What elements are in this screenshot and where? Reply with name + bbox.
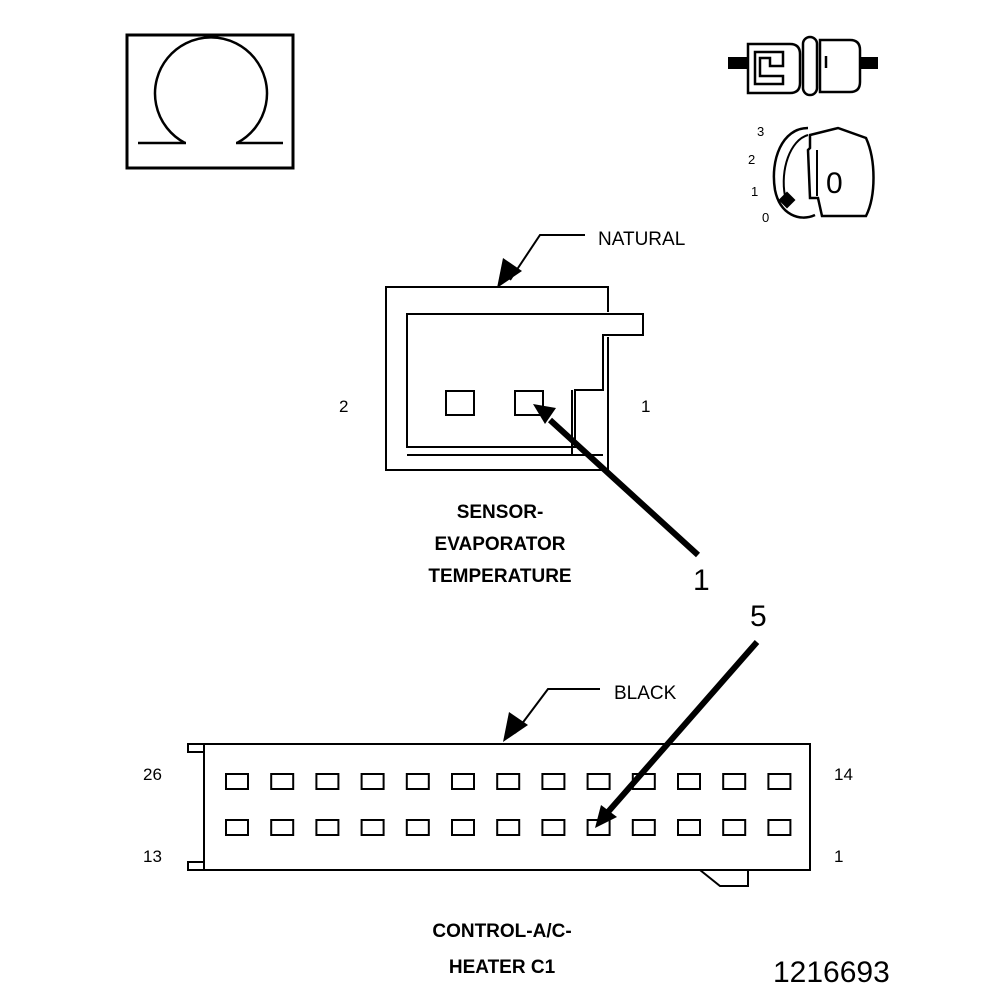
- sensor-cavity-1: [514, 390, 544, 416]
- ignition-position-0: 0: [762, 210, 769, 225]
- control-cavity-row-top: [225, 773, 792, 790]
- control-cavity-1: [767, 819, 792, 836]
- control-cavity-4: [631, 819, 656, 836]
- control-connector-color-label: BLACK: [614, 683, 677, 704]
- sensor-cavity-2: [445, 390, 475, 416]
- control-title-line-2: HEATER C1: [449, 957, 556, 978]
- control-cavity-18: [586, 773, 611, 790]
- control-callout-arrow: [595, 640, 760, 828]
- sensor-callout-number: 1: [693, 564, 710, 597]
- control-pin-14-label: 14: [834, 765, 853, 784]
- figure-number: 1216693: [773, 956, 890, 989]
- control-cavity-9: [405, 819, 430, 836]
- sensor-title-line-3: TEMPERATURE: [428, 566, 571, 587]
- control-cavity-6: [541, 819, 566, 836]
- sensor-connector-color-label: NATURAL: [598, 229, 685, 250]
- control-cavity-16: [677, 773, 701, 790]
- control-cavity-23: [360, 773, 385, 790]
- control-pin-26-label: 26: [143, 765, 162, 784]
- ignition-position-2: 2: [748, 152, 755, 167]
- control-cavity-11: [315, 819, 340, 836]
- control-cavity-26: [225, 773, 249, 790]
- control-cavity-7: [496, 819, 521, 836]
- control-pin-1-label: 1: [834, 847, 843, 866]
- control-cavity-14: [767, 773, 792, 790]
- control-title-line-1: CONTROL-A/C-: [432, 921, 571, 942]
- control-cavity-22: [405, 773, 430, 790]
- ignition-key-icon: 3 2 1 0 0: [748, 124, 875, 225]
- sensor-color-leader: [497, 234, 585, 288]
- sensor-callout-arrow: [533, 404, 701, 558]
- control-cavity-15: [722, 773, 747, 790]
- sensor-title-line-1: SENSOR-: [457, 502, 544, 523]
- control-cavity-25: [270, 773, 295, 790]
- sensor-title-line-2: EVAPORATOR: [435, 534, 566, 555]
- control-callout-number: 5: [750, 600, 767, 633]
- connector-plug-icon: [728, 35, 878, 97]
- control-cavity-12: [270, 819, 295, 836]
- control-pin-13-label: 13: [143, 847, 162, 866]
- control-cavity-3: [677, 819, 701, 836]
- control-cavity-8: [451, 819, 475, 836]
- ignition-position-3: 3: [757, 124, 764, 139]
- ignition-key-label: 0: [826, 167, 843, 200]
- sensor-pin-1-label: 1: [641, 397, 650, 416]
- control-cavity-2: [722, 819, 747, 836]
- ignition-position-1: 1: [751, 184, 758, 199]
- ohm-meter-icon: [125, 33, 295, 170]
- control-cavity-10: [360, 819, 385, 836]
- control-cavity-21: [451, 773, 475, 790]
- control-color-leader: [503, 688, 600, 742]
- control-cavity-19: [541, 773, 566, 790]
- control-cavity-13: [225, 819, 249, 836]
- control-cavity-20: [496, 773, 521, 790]
- control-connector: [187, 743, 811, 887]
- sensor-connector: [385, 286, 644, 471]
- control-cavity-row-bottom: [225, 819, 792, 836]
- control-cavity-24: [315, 773, 340, 790]
- sensor-pin-2-label: 2: [339, 397, 348, 416]
